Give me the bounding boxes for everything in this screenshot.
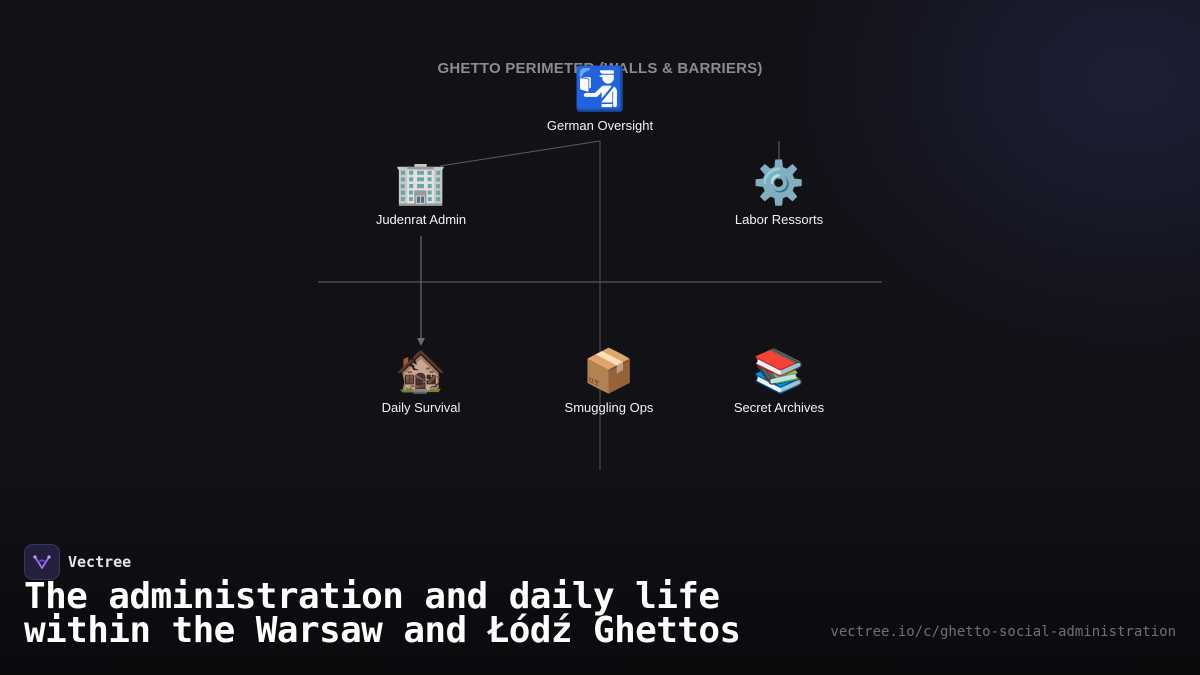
- office-building-icon: 🏢: [394, 158, 448, 207]
- derelict-house-icon: 🏚️: [394, 346, 448, 395]
- node-label: Labor Ressorts: [734, 212, 824, 227]
- page-headline: The administration and daily life within…: [24, 579, 824, 651]
- node-label: German Oversight: [546, 118, 654, 133]
- headline-line-2: within the Warsaw and Łódź Ghettos: [24, 610, 741, 651]
- passport-control-icon: 🛂: [573, 64, 627, 113]
- node-judenrat-admin[interactable]: 🏢 Judenrat Admin: [331, 158, 511, 227]
- node-secret-archives[interactable]: 📚 Secret Archives: [689, 346, 869, 415]
- brand-name: Vectree: [68, 553, 132, 571]
- node-german-oversight[interactable]: 🛂 German Oversight: [510, 64, 690, 133]
- node-daily-survival[interactable]: 🏚️ Daily Survival: [331, 346, 511, 415]
- connector-oversight-to-judenrat: [439, 140, 601, 167]
- gear-icon: ⚙️: [752, 158, 806, 207]
- headline-line-1: The administration and daily life: [24, 576, 720, 617]
- books-icon: 📚: [752, 346, 806, 395]
- vectree-logo-icon: [24, 544, 60, 580]
- perimeter-title: GHETTO PERIMETER (WALLS & BARRIERS): [437, 60, 763, 77]
- node-label: Secret Archives: [733, 400, 825, 415]
- node-smuggling-ops[interactable]: 📦 Smuggling Ops: [519, 346, 699, 415]
- brand[interactable]: Vectree: [24, 544, 131, 580]
- node-label: Smuggling Ops: [564, 400, 654, 415]
- node-labor-ressorts[interactable]: ⚙️ Labor Ressorts: [689, 158, 869, 227]
- source-url-link[interactable]: vectree.io/c/ghetto-social-administratio…: [830, 624, 1176, 640]
- node-label: Judenrat Admin: [375, 212, 467, 227]
- package-icon: 📦: [582, 346, 636, 395]
- node-label: Daily Survival: [381, 400, 461, 415]
